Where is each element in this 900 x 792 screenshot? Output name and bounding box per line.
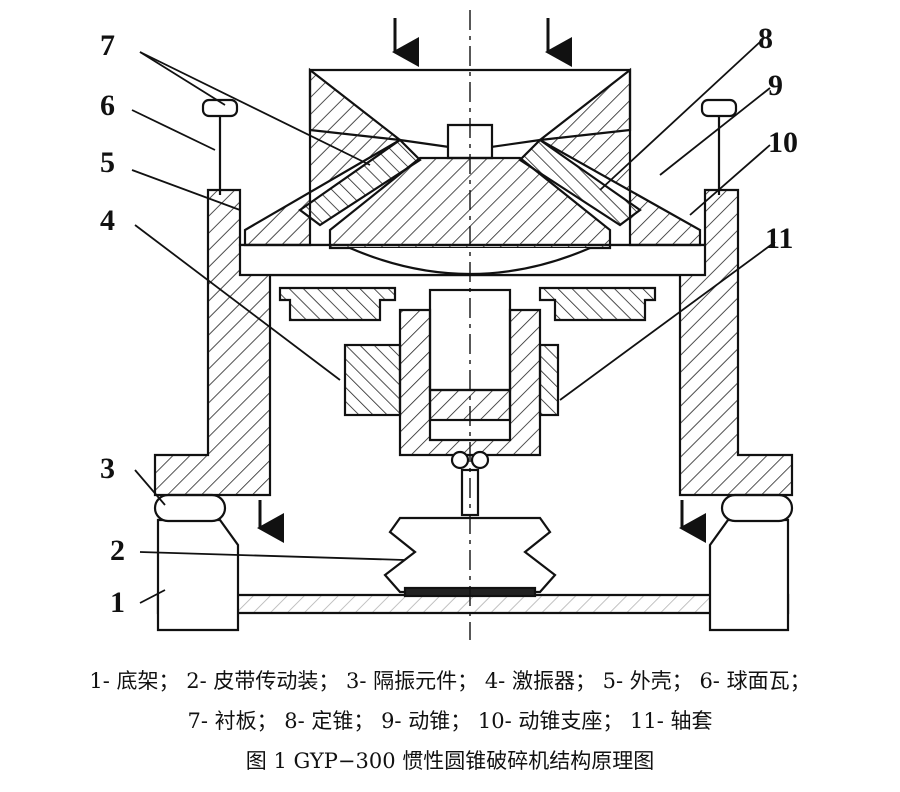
- shaft-and-exciter: [343, 288, 560, 517]
- crusher-diagram: 7 6 5 4 3 2 1 8 9 10 11: [100, 10, 798, 640]
- label-11: 11: [765, 222, 793, 255]
- label-5: 5: [100, 146, 115, 179]
- label-4: 4: [100, 204, 115, 237]
- label-6: 6: [100, 89, 115, 122]
- base-frame: [156, 518, 790, 632]
- label-1: 1: [110, 586, 125, 619]
- label-9: 9: [768, 69, 783, 102]
- lining-plates: [298, 138, 642, 227]
- label-2: 2: [110, 534, 125, 567]
- label-10: 10: [768, 126, 798, 159]
- legend-line-2: 7- 衬板； 8- 定锥； 9- 动锥； 10- 动锥支座； 11- 轴套: [187, 709, 713, 733]
- leader-lines: [131, 41, 776, 604]
- label-8: 8: [758, 22, 773, 55]
- label-3: 3: [100, 452, 115, 485]
- cone-support: [278, 286, 657, 322]
- legend-line-1: 1- 底架； 2- 皮带传动装； 3- 隔振元件； 4- 激振器； 5- 外壳；…: [89, 669, 811, 693]
- figure-title: 图 1 GYP−300 惯性圆锥破碎机结构原理图: [245, 749, 655, 773]
- label-7: 7: [100, 29, 115, 62]
- flow-arrows: [257, 18, 706, 543]
